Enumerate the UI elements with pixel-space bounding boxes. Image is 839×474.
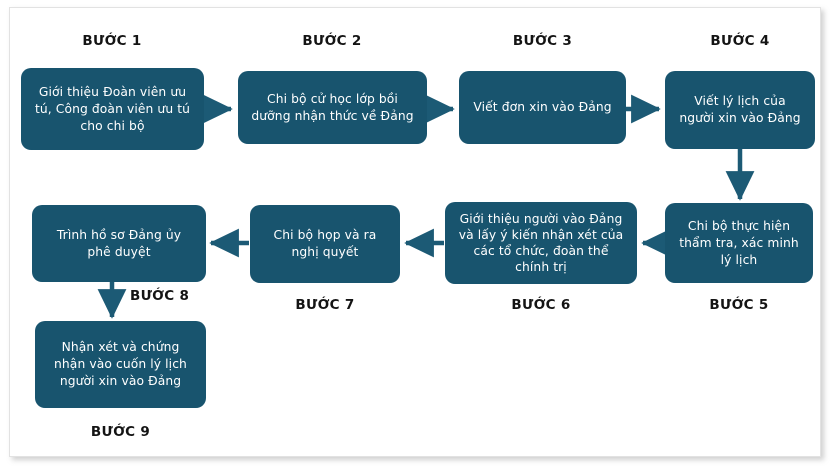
step-label-4: BƯỚC 4 [665,33,815,49]
step-box-3-text: Viết đơn xin vào Đảng [473,100,612,114]
step-box-6-text: Giới thiệu người vào Đảng và lấy ý kiến … [458,212,624,274]
step-label-6-text: BƯỚC 6 [511,297,571,313]
step-box-4-text: Viết lý lịch của người xin vào Đảng [679,94,801,125]
step-box-1[interactable]: Giới thiệu Đoàn viên ưu tú, Công đoàn vi… [21,68,204,150]
step-box-9[interactable]: Nhận xét và chứng nhận vào cuốn lý lịch … [35,321,206,408]
step-box-1-text: Giới thiệu Đoàn viên ưu tú, Công đoàn vi… [34,84,191,133]
step-label-5: BƯỚC 5 [665,297,813,313]
step-box-9-text: Nhận xét và chứng nhận vào cuốn lý lịch … [54,340,187,388]
step-label-3: BƯỚC 3 [459,33,626,49]
step-label-7-text: BƯỚC 7 [295,297,355,313]
step-box-5-text: Chi bộ thực hiện thẩm tra, xác minh lý l… [679,218,799,267]
step-box-7-text: Chi bộ họp và ra nghị quyết [273,228,377,259]
step-box-6[interactable]: Giới thiệu người vào Đảng và lấy ý kiến … [445,202,637,284]
step-box-2[interactable]: Chi bộ cử học lớp bồi dưỡng nhận thức về… [238,71,427,144]
step-label-5-text: BƯỚC 5 [709,297,769,313]
step-label-2-text: BƯỚC 2 [302,33,362,49]
step-label-7: BƯỚC 7 [250,297,400,313]
step-label-8: BƯỚC 8 [130,288,234,304]
step-label-3-text: BƯỚC 3 [512,33,573,49]
step-label-6: BƯỚC 6 [445,297,637,313]
step-label-9-text: BƯỚC 9 [90,424,151,440]
step-box-5[interactable]: Chi bộ thực hiện thẩm tra, xác minh lý l… [665,203,813,283]
step-box-2-text: Chi bộ cử học lớp bồi dưỡng nhận thức về… [251,91,414,123]
step-label-1-text: BƯỚC 1 [82,33,142,49]
step-box-3[interactable]: Viết đơn xin vào Đảng [459,71,626,144]
step-label-8-text: BƯỚC 8 [130,288,190,304]
step-label-4-text: BƯỚC 4 [710,33,770,49]
step-label-1: BƯỚC 1 [21,33,203,49]
step-box-8[interactable]: Trình hồ sơ Đảng ủy phê duyệt [32,205,206,282]
step-label-2: BƯỚC 2 [238,33,426,49]
step-box-8-text: Trình hồ sơ Đảng ủy phê duyệt [56,227,182,259]
step-box-7[interactable]: Chi bộ họp và ra nghị quyết [250,205,400,283]
step-box-4[interactable]: Viết lý lịch của người xin vào Đảng [665,71,815,149]
step-label-9: BƯỚC 9 [35,424,206,440]
